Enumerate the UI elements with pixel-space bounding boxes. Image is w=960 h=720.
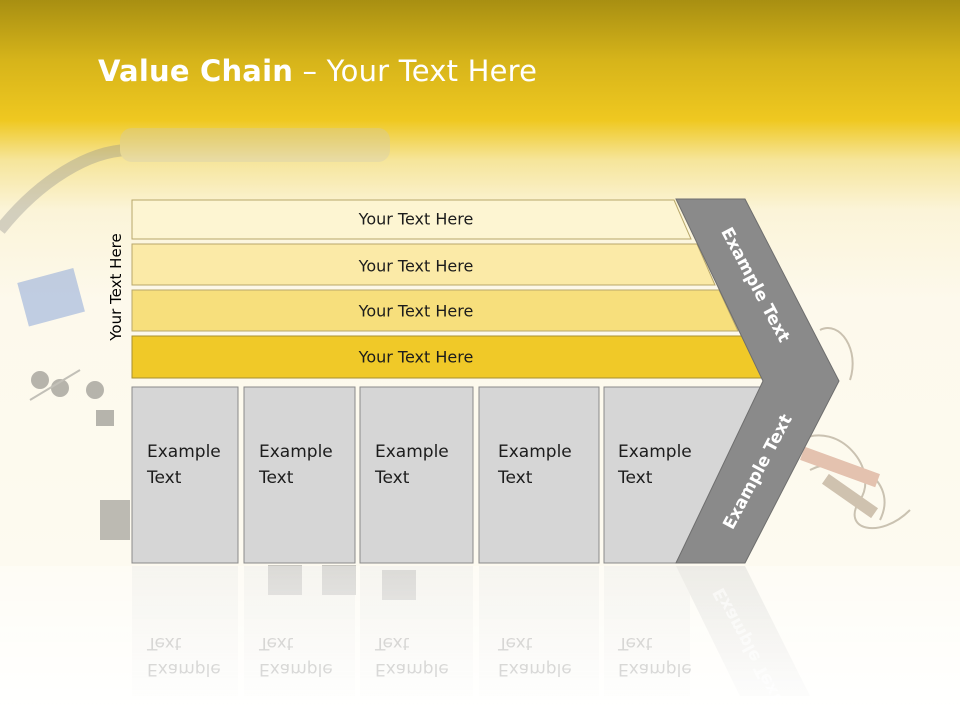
card-1-reflection-line2: Text — [147, 633, 182, 653]
bar-2-label: Your Text Here — [358, 256, 474, 276]
bar-2[interactable] — [131, 243, 716, 286]
card-2-reflection: Example Text — [259, 630, 333, 682]
card-5-reflection-line1: Example — [618, 659, 692, 679]
card-5-reflection-line2: Text — [618, 633, 653, 653]
chevron-arrow[interactable] — [675, 198, 840, 564]
card-3[interactable] — [359, 386, 474, 564]
bar-1[interactable] — [131, 199, 692, 240]
bar-1-label: Your Text Here — [358, 209, 474, 229]
slide-title: Value Chain – Your Text Here — [98, 54, 537, 88]
card-4-reflection: Example Text — [498, 630, 572, 682]
card-1-reflection: Example Text — [147, 630, 221, 682]
card-4-reflection-line1: Example — [498, 659, 572, 679]
plug-decor — [120, 128, 390, 162]
bar-3-label: Your Text Here — [358, 301, 474, 321]
card-3-line2: Text — [375, 468, 410, 488]
card-1-line1: Example — [147, 442, 221, 462]
card-3-reflection: Example Text — [375, 630, 449, 682]
card-1-reflection-line1: Example — [147, 659, 221, 679]
card-2-line2: Text — [259, 468, 294, 488]
blue-relay-decor — [17, 267, 85, 327]
title-rest: – Your Text Here — [293, 54, 538, 88]
title-bold: Value Chain — [98, 54, 294, 88]
card-4-reflection-line2: Text — [498, 633, 533, 653]
card-3-reflection-line2: Text — [375, 633, 410, 653]
card-2[interactable] — [243, 386, 356, 564]
card-1-line2: Text — [147, 468, 182, 488]
bar-3[interactable] — [131, 289, 739, 332]
card-2-reflection-line2: Text — [259, 633, 294, 653]
bar-4-label: Your Text Here — [358, 347, 474, 367]
card-3-line1: Example — [375, 442, 449, 462]
reflection-fade — [0, 566, 960, 720]
card-4-line1: Example — [498, 442, 572, 462]
cable-decor — [0, 144, 131, 234]
card-1[interactable] — [131, 386, 239, 564]
card-4[interactable] — [478, 386, 600, 564]
card-5-line2: Text — [618, 468, 653, 488]
card-3-reflection-line1: Example — [375, 659, 449, 679]
card-2-reflection-line1: Example — [259, 659, 333, 679]
card-5-line1: Example — [618, 442, 692, 462]
card-2-line1: Example — [259, 442, 333, 462]
card-5-reflection: Example Text — [618, 630, 692, 682]
card-4-line2: Text — [498, 468, 533, 488]
